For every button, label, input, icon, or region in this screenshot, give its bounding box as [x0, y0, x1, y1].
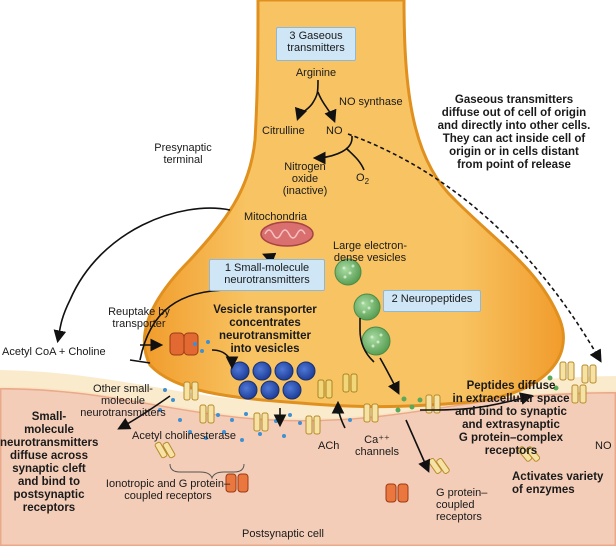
gaseous-note: Gaseous transmitters diffuse out of cell… [437, 94, 591, 171]
vesicle-transporter-label: Vesicle transporter concentrates neurotr… [213, 304, 317, 355]
ionotropic-label: Ionotropic and G protein– coupled recept… [105, 478, 231, 502]
presynaptic-receptors [183, 361, 597, 401]
large-vesicles-label: Large electron- dense vesicles [333, 240, 407, 264]
gaseous-transmitters-box: 3 Gaseous transmitters [276, 27, 356, 61]
no-synthase-label: NO synthase [339, 96, 403, 108]
receptor-brace [169, 463, 245, 480]
neuropeptides-box: 2 Neuropeptides [383, 290, 481, 312]
small-molecule-diffuse-label: Small- molecule neurotransmitters diffus… [0, 411, 99, 514]
acetyl-cholinesterase-label: Acetyl cholinesterase [132, 430, 236, 442]
activates-enzymes-label: Activates variety of enzymes [512, 471, 604, 496]
mitochondria-organelle [260, 221, 314, 247]
reuptake-label: Reuptake by transporter [108, 306, 170, 330]
large-dense-vesicles [334, 258, 391, 356]
small-vesicles [230, 361, 316, 400]
ca-channels-label: Ca⁺⁺ channels [354, 434, 400, 458]
acetyl-coa-label: Acetyl CoA + Choline [2, 346, 106, 358]
vesicle-dots [342, 264, 383, 348]
peptide-molecules [395, 375, 559, 413]
presynaptic-terminal-label: Presynaptic terminal [154, 142, 212, 166]
g-protein-receptors [154, 441, 541, 474]
postsynaptic-cell-label: Postsynaptic cell [242, 528, 324, 540]
small-molecule-box: 1 Small-molecule neurotransmitters [209, 259, 325, 291]
no-right-label: NO [595, 440, 612, 452]
other-small-molecule-label: Other small- molecule neurotransmitters [80, 383, 166, 419]
peptides-diffuse-label: Peptides diffuse in extracellular space … [452, 380, 570, 457]
ach-label: ACh [318, 440, 340, 452]
nitrogen-oxide-label: Nitrogen oxide (inactive) [282, 161, 328, 197]
mitochondria-label: Mitochondria [244, 211, 307, 223]
reuptake-transporter [169, 332, 199, 356]
ion-channels [225, 473, 409, 503]
arginine-label: Arginine [295, 67, 337, 79]
o2-label: O2 [356, 172, 370, 187]
calcium-channels [317, 373, 358, 399]
citrulline-label: Citrulline [262, 125, 305, 137]
membrane-receptors [199, 384, 587, 435]
no-label: NO [326, 125, 343, 137]
g-protein-coupled-label: G protein– coupled receptors [436, 487, 488, 523]
